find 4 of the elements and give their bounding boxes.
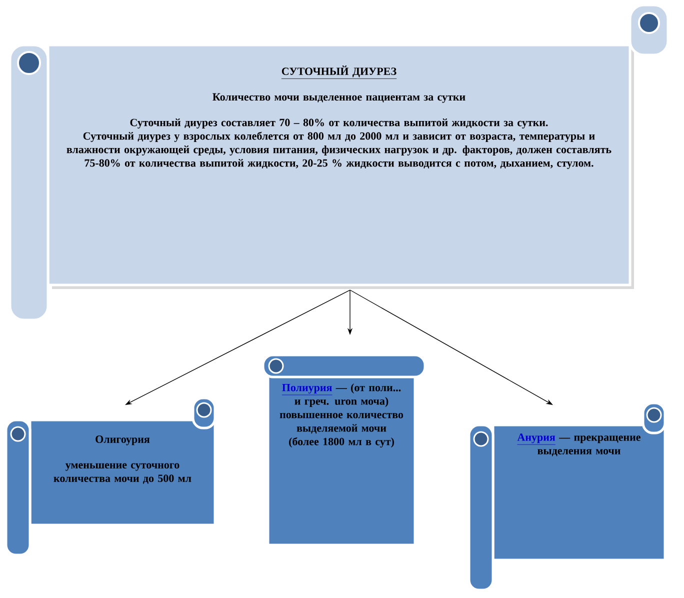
scroll-banner: СУТОЧНЫЙ ДИУРЕЗ Количество мочи выделенное пациентам за сутки Суточный диурез составляет 70 – 80% от количества выпитой жидкости за сутки. Суточный диурез у взрослых колеблется от 800 мл до 2000 мл и зависит от возраста, температуры и влажности окружающей среды, условия питания, физических нагрузок и др. факторов, должен составлять 75-80% от количества выпитой жидкости, 20-25 % жидкости выводится с потом, дыханием, стулом.: [8, 4, 670, 322]
scroll-banner: Анурия — прекращение выделения мочи: [468, 402, 666, 592]
scroll-banner: Олигоурия уменьшение суточного количества мочи до 500 мл: [4, 396, 216, 556]
scroll-banner: Полиурия — (от поли... и греч. uron моча) повышенное количество выделяемой мочи (более 1800 мл в сут): [262, 354, 426, 546]
